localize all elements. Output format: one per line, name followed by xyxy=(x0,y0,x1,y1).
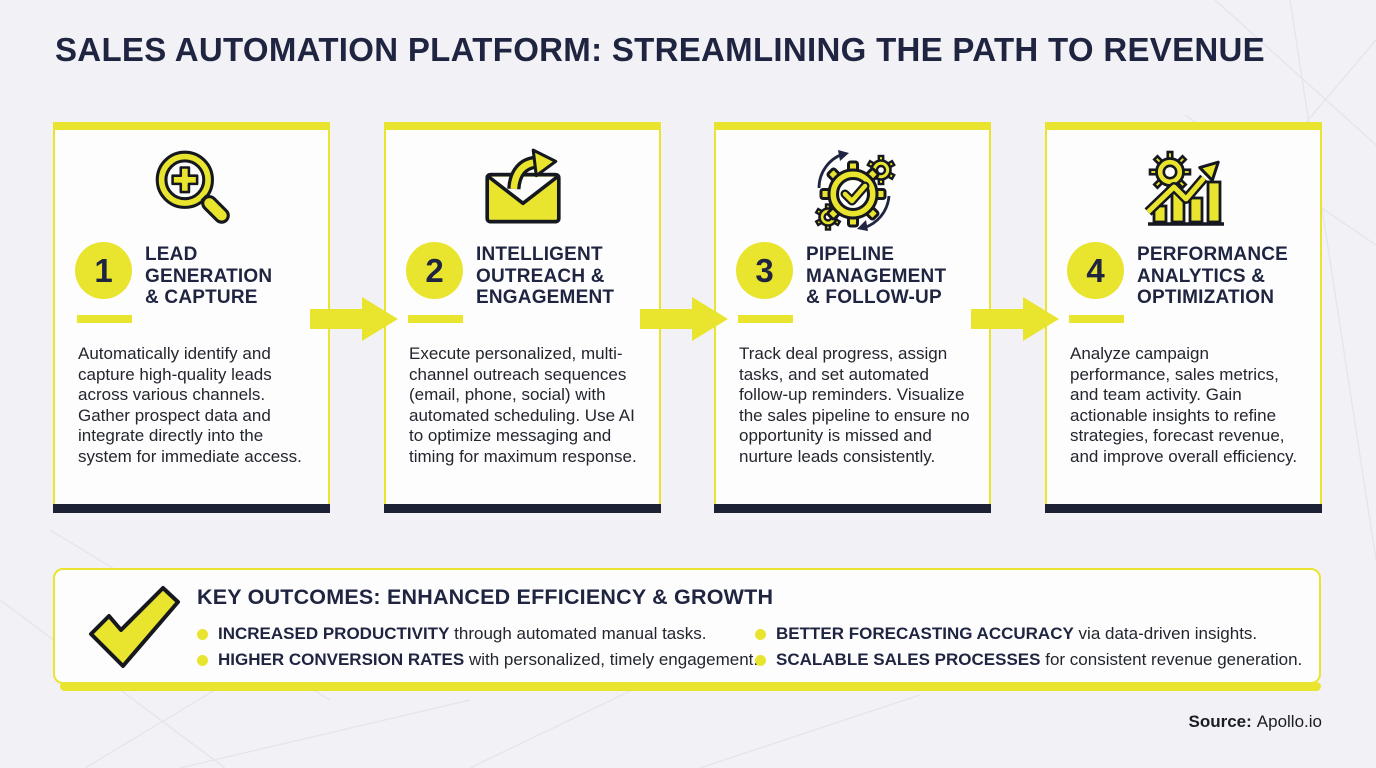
outcomes-title: KEY OUTCOMES: ENHANCED EFFICIENCY & GROW… xyxy=(197,585,774,609)
bullet-dot-icon xyxy=(197,629,208,640)
step-card-2: 2 INTELLIGENT OUTREACH & ENGAGEMENT Exec… xyxy=(384,122,661,513)
bullet-dot-icon xyxy=(755,655,766,666)
card-top-accent xyxy=(53,122,330,130)
step-number-badge: 1 xyxy=(75,242,132,299)
step-divider xyxy=(738,315,793,323)
step-description: Automatically identify and capture high-… xyxy=(78,344,302,466)
outcome-item: INCREASED PRODUCTIVITY through automated… xyxy=(197,624,755,644)
card-body: 1 LEAD GENERATION & CAPTURE Automaticall… xyxy=(53,130,330,504)
outcome-item: HIGHER CONVERSION RATES with personalize… xyxy=(197,650,758,670)
step-description: Track deal progress, assign tasks, and s… xyxy=(739,344,970,466)
outcomes-content: KEY OUTCOMES: ENHANCED EFFICIENCY & GROW… xyxy=(197,585,1302,673)
search-plus-icon xyxy=(55,142,328,238)
source-attribution: Source:Apollo.io xyxy=(1188,712,1322,732)
card-body: 2 INTELLIGENT OUTREACH & ENGAGEMENT Exec… xyxy=(384,130,661,504)
step-description: Analyze campaign performance, sales metr… xyxy=(1070,344,1298,466)
card-body: 4 PERFORMANCE ANALYTICS & OPTIMIZATION A… xyxy=(1045,130,1322,504)
step-title: PERFORMANCE ANALYTICS & OPTIMIZATION xyxy=(1137,244,1289,308)
bullet-dot-icon xyxy=(755,629,766,640)
check-icon xyxy=(83,584,183,677)
page-title: SALES AUTOMATION PLATFORM: STREAMLINING … xyxy=(55,31,1265,68)
flow-arrow-2 xyxy=(640,297,728,341)
bullet-dot-icon xyxy=(197,655,208,666)
outcomes-list: INCREASED PRODUCTIVITY through automated… xyxy=(197,621,1302,673)
card-top-accent xyxy=(384,122,661,130)
chart-growth-icon xyxy=(1047,142,1320,238)
card-bottom-bar xyxy=(384,504,661,513)
step-divider xyxy=(77,315,132,323)
card-top-accent xyxy=(1045,122,1322,130)
outcomes-panel: KEY OUTCOMES: ENHANCED EFFICIENCY & GROW… xyxy=(53,568,1321,684)
step-card-1: 1 LEAD GENERATION & CAPTURE Automaticall… xyxy=(53,122,330,513)
step-number-row: 2 INTELLIGENT OUTREACH & ENGAGEMENT xyxy=(406,242,618,309)
card-bottom-bar xyxy=(1045,504,1322,513)
card-top-accent xyxy=(714,122,991,130)
gears-check-icon xyxy=(716,142,989,238)
card-body: 3 PIPELINE MANAGEMENT & FOLLOW-UP Track … xyxy=(714,130,991,504)
step-divider xyxy=(1069,315,1124,323)
outcome-item: BETTER FORECASTING ACCURACY via data-dri… xyxy=(755,624,1302,644)
email-send-icon xyxy=(386,142,659,238)
step-number-row: 3 PIPELINE MANAGEMENT & FOLLOW-UP xyxy=(736,242,948,309)
step-description: Execute personalized, multi-channel outr… xyxy=(409,344,637,466)
outcomes-bottom-accent xyxy=(60,682,1321,691)
step-title: PIPELINE MANAGEMENT & FOLLOW-UP xyxy=(806,244,947,308)
step-card-4: 4 PERFORMANCE ANALYTICS & OPTIMIZATION A… xyxy=(1045,122,1322,513)
outcome-item: SCALABLE SALES PROCESSES for consistent … xyxy=(755,650,1302,670)
card-bottom-bar xyxy=(714,504,991,513)
step-number-badge: 3 xyxy=(736,242,793,299)
step-title: INTELLIGENT OUTREACH & ENGAGEMENT xyxy=(476,244,615,308)
source-value: Apollo.io xyxy=(1256,712,1322,731)
step-card-3: 3 PIPELINE MANAGEMENT & FOLLOW-UP Track … xyxy=(714,122,991,513)
step-title: LEAD GENERATION & CAPTURE xyxy=(145,244,273,308)
step-divider xyxy=(408,315,463,323)
step-number-badge: 4 xyxy=(1067,242,1124,299)
source-label: Source: xyxy=(1188,712,1252,731)
step-number-badge: 2 xyxy=(406,242,463,299)
card-bottom-bar xyxy=(53,504,330,513)
step-number-row: 4 PERFORMANCE ANALYTICS & OPTIMIZATION xyxy=(1067,242,1291,309)
flow-arrow-3 xyxy=(971,297,1059,341)
flow-arrow-1 xyxy=(310,297,398,341)
step-number-row: 1 LEAD GENERATION & CAPTURE xyxy=(75,242,287,309)
